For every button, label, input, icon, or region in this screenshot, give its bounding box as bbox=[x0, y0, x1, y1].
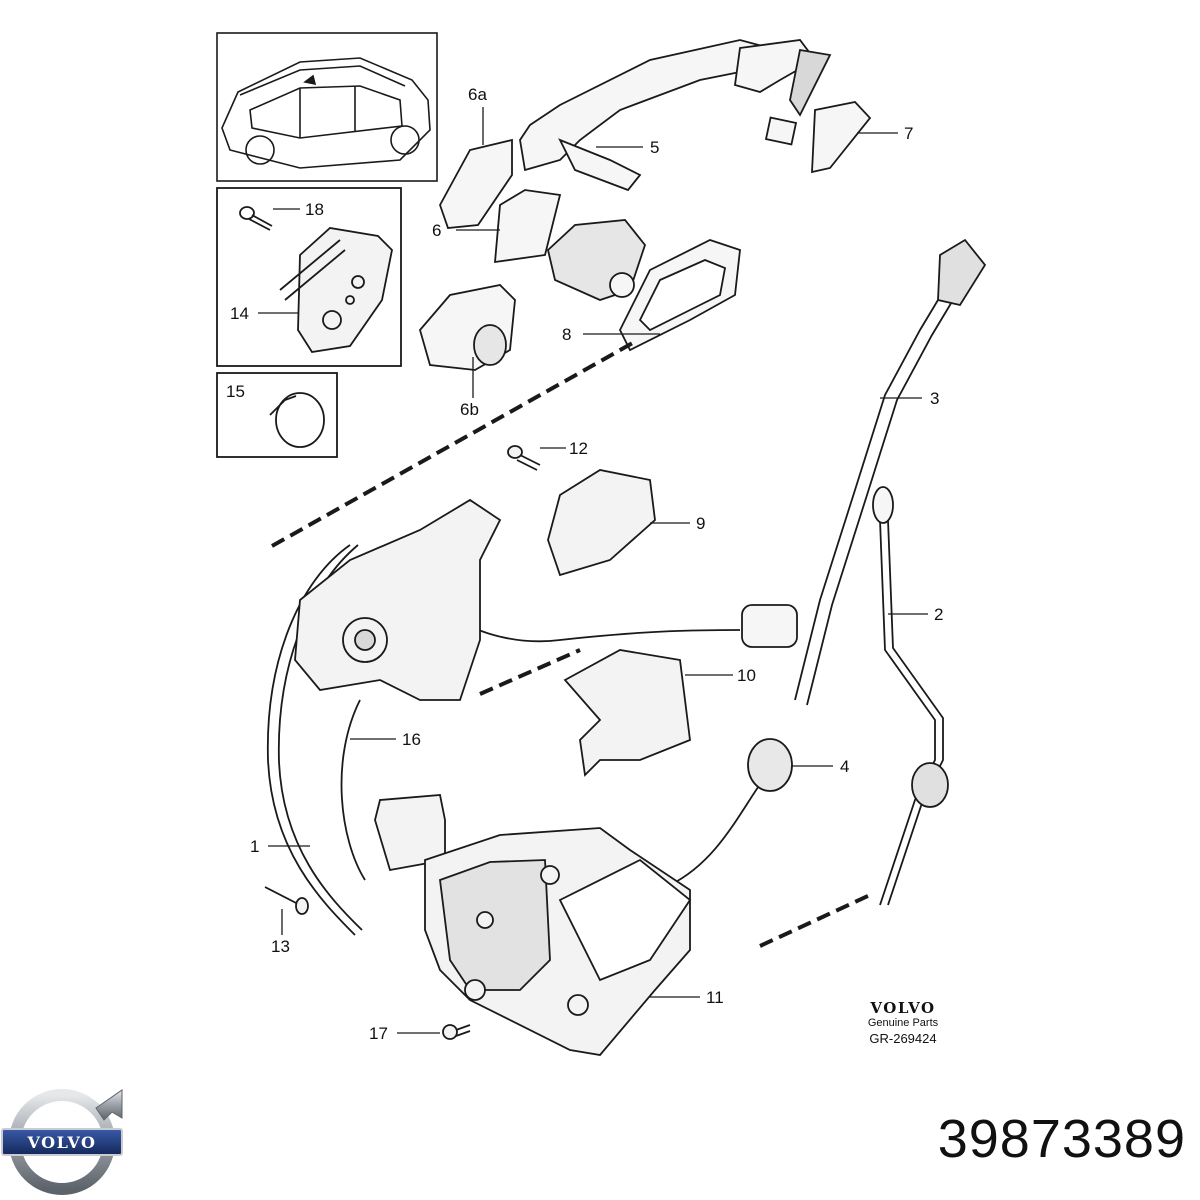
callout-10: 10 bbox=[737, 666, 756, 685]
callout-8: 8 bbox=[562, 325, 571, 344]
handle-parts bbox=[419, 39, 872, 371]
callout-6b: 6b bbox=[460, 400, 479, 419]
inset-car-view bbox=[216, 32, 438, 182]
volvo-logo: VOLVO bbox=[1, 1089, 123, 1195]
callout-16: 16 bbox=[402, 730, 421, 749]
cables bbox=[266, 238, 987, 936]
callout-17: 17 bbox=[369, 1024, 388, 1043]
genuine-parts-stamp: VOLVO Genuine Parts GR-269424 bbox=[868, 999, 939, 1046]
callout-labels: 1 2 3 4 5 6 6a 6b 7 8 9 10 11 12 13 14 1… bbox=[226, 85, 943, 1043]
drawing-ref: GR-269424 bbox=[869, 1031, 936, 1046]
inset-cap-box bbox=[216, 372, 338, 458]
callout-6a: 6a bbox=[468, 85, 487, 104]
callout-9: 9 bbox=[696, 514, 705, 533]
callout-7: 7 bbox=[904, 124, 913, 143]
mechanism-parts bbox=[294, 445, 691, 777]
callout-4: 4 bbox=[840, 757, 849, 776]
volvo-badge-bar bbox=[1, 1128, 123, 1156]
callout-15: 15 bbox=[226, 382, 245, 401]
inset-bracket-box bbox=[216, 187, 402, 367]
leader-lines bbox=[258, 107, 928, 1034]
callout-14: 14 bbox=[230, 304, 249, 323]
callout-18: 18 bbox=[305, 200, 324, 219]
callout-12: 12 bbox=[569, 439, 588, 458]
callout-5: 5 bbox=[650, 138, 659, 157]
callout-1: 1 bbox=[250, 837, 259, 856]
genuine-brand: VOLVO bbox=[869, 999, 935, 1017]
callout-6: 6 bbox=[432, 221, 441, 240]
lock-unit bbox=[264, 794, 692, 1056]
genuine-text: Genuine Parts bbox=[868, 1017, 939, 1029]
callout-2: 2 bbox=[934, 605, 943, 624]
callout-11: 11 bbox=[706, 988, 724, 1007]
volvo-arrow-icon bbox=[95, 1089, 123, 1121]
dashed-lines bbox=[271, 338, 871, 948]
part-number: 39873389 bbox=[937, 1109, 1186, 1169]
callout-13: 13 bbox=[271, 937, 290, 956]
volvo-wordmark: VOLVO bbox=[27, 1133, 97, 1152]
callout-3: 3 bbox=[930, 389, 939, 408]
